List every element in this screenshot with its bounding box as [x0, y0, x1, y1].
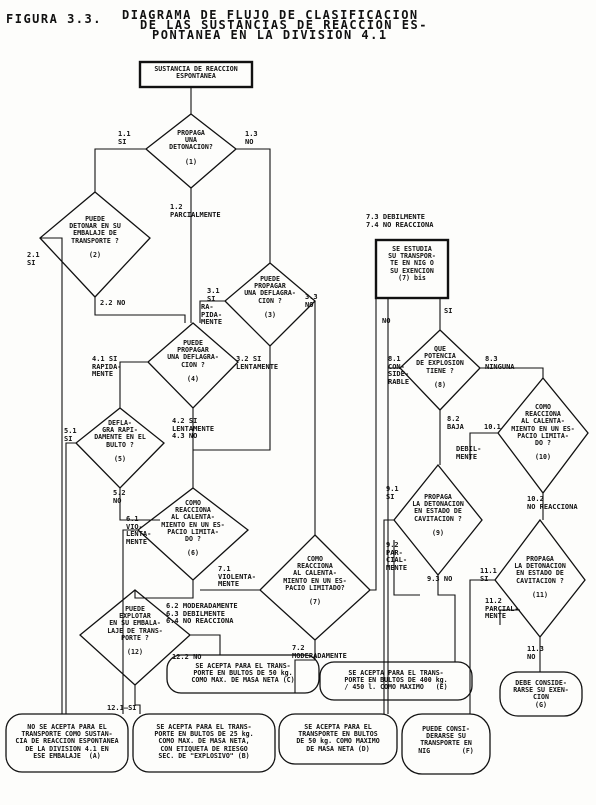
label-5-2: 5.2 NO [113, 489, 126, 505]
decision-7: COMO REACCIONA AL CALENTA- MIENTO EN UN … [283, 555, 347, 607]
result-c-box [166, 654, 320, 694]
label-3-3: 3.3 NO [305, 293, 318, 309]
label-12-2: 12.2 NO [172, 653, 202, 661]
label-1-1: 1.1 SI [118, 130, 131, 146]
decision-7-bis: SE ESTUDIA SU TRANSPOR- TE EN NIG O SU E… [388, 245, 436, 282]
label-9-2: 9.2 PAR- CIAL- MENTE [386, 541, 408, 572]
result-f-box [401, 713, 491, 775]
q7bis-box [374, 238, 450, 300]
decision-11: PROPAGA LA DETONACION EN ESTADO DE CAVIT… [514, 555, 566, 600]
result-g-box [499, 671, 583, 717]
label-7bis-si: SI [444, 307, 453, 315]
label-10-1: 10.1 [484, 423, 501, 431]
result-b-box [132, 713, 276, 773]
label-11-3: 11.3 NO [527, 645, 544, 661]
result-b: SE ACEPTA PARA EL TRANS- PORTE EN BULTOS… [154, 723, 254, 760]
decision-8: QUE POTENCIA DE EXPLOSION TIENE ? (8) [416, 345, 464, 390]
decision-10: COMO REACCIONA AL CALENTA- MIENTO EN UN … [511, 403, 575, 462]
label-7-1: 7.1 VIOLENTA- MENTE [218, 565, 256, 588]
figure-title-line2: DE LAS SUSTANCIAS DE REACCION ES- [140, 18, 428, 32]
label-3-1: 3.1 SI [207, 287, 220, 303]
label-1-2: 1.2 PARCIALMENTE [170, 203, 221, 219]
label-2-2: 2.2 NO [100, 299, 126, 307]
decision-1: PROPAGA UNA DETONACION? (1) [169, 129, 213, 166]
result-e-box [319, 661, 473, 701]
label-2-1: 2.1 SI [27, 251, 40, 267]
label-3-2: 3.2 SI LENTAMENTE [236, 355, 279, 371]
label-6-1: 6.1 VIO- LENTA- MENTE [126, 515, 152, 546]
result-a: NO SE ACEPTA PARA EL TRANSPORTE COMO SUS… [15, 723, 119, 760]
label-6-2-6-4: 6.2 MODERADAMENTE 6.3 DEBILMENTE 6.4 NO … [166, 602, 238, 625]
label-5-1: 5.1 SI [64, 427, 77, 443]
label-7-2: 7.2 MODERADAMENTE [292, 644, 347, 660]
label-11-1: 11.1 SI [480, 567, 497, 583]
connector-lines [40, 87, 544, 714]
start-box [138, 60, 254, 89]
label-7-3-7-4: 7.3 DEBILMENTE 7.4 NO REACCIONA [366, 213, 434, 229]
figure-title-line1: DIAGRAMA DE FLUJO DE CLASIFICACION [122, 8, 419, 22]
label-9-3: 9.3 NO [427, 575, 453, 583]
label-9-1: 9.1 SI [386, 485, 399, 501]
label-1-3: 1.3 NO [245, 130, 258, 146]
label-8-1: 8.1 CON- SIDE- RABLE [388, 355, 410, 386]
label-11-2: 11.2 PARCIAL- MENTE [485, 597, 519, 620]
label-8-2: 8.2 BAJA [447, 415, 464, 431]
label-4-1: 4.1 SI RAPIDA- MENTE [92, 355, 122, 378]
result-f: PUEDE CONSI- DERARSE SU TRANSPORTE EN NI… [418, 725, 474, 755]
result-g: DEBE CONSIDE- RARSE SU EXEN- CION (G) [513, 679, 569, 709]
label-10-2: 10.2 NO REACCIONA [527, 495, 578, 511]
figure-title-line3: PONTANEA EN LA DIVISION 4.1 [152, 28, 388, 42]
label-7bis-no: NO [382, 317, 391, 325]
result-d-box [278, 713, 398, 765]
start-node: SUSTANCIA DE REACCION ESPONTANEA [154, 65, 238, 81]
result-a-box [5, 713, 129, 773]
label-8-3: 8.3 NINGUNA [485, 355, 515, 371]
result-c: SE ACEPTA PARA EL TRANS- PORTE EN BULTOS… [191, 662, 295, 685]
decision-6: COMO REACCIONA AL CALENTA- MIENTO EN UN … [161, 499, 225, 558]
decision-3: PUEDE PROPAGAR UNA DEFLAGRA- CION ? (3) [244, 275, 296, 320]
result-d: SE ACEPTA PARA EL TRANSPORTE EN BULTOS D… [296, 723, 380, 753]
decision-12: PUEDE EXPLOTAR EN SU EMBALA- LAJE DE TRA… [107, 605, 163, 657]
label-3-1-rapid: RA- PIDA- MENTE [201, 303, 223, 326]
decision-4: PUEDE PROPAGAR UNA DEFLAGRA- CION ? (4) [167, 339, 219, 384]
result-e: SE ACEPTA PARA EL TRANS- PORTE EN BULTOS… [344, 669, 448, 692]
figure-number: FIGURA 3.3. [6, 12, 102, 26]
decision-2: PUEDE DETONAR EN SU EMBALAJE DE TRANSPOR… [69, 215, 121, 260]
decision-9: PROPAGA LA DETONACION EN ESTADO DE CAVIT… [412, 493, 464, 538]
label-10-1-weak: DEBIL- MENTE [456, 445, 482, 461]
label-12-1: 12.1—SI [107, 704, 137, 712]
decision-5: DEFLA- GRA RAPI- DAMENTE EN EL BULTO ? (… [94, 419, 146, 464]
label-4-2-4-3: 4.2 SI LENTAMENTE 4.3 NO [172, 417, 215, 440]
